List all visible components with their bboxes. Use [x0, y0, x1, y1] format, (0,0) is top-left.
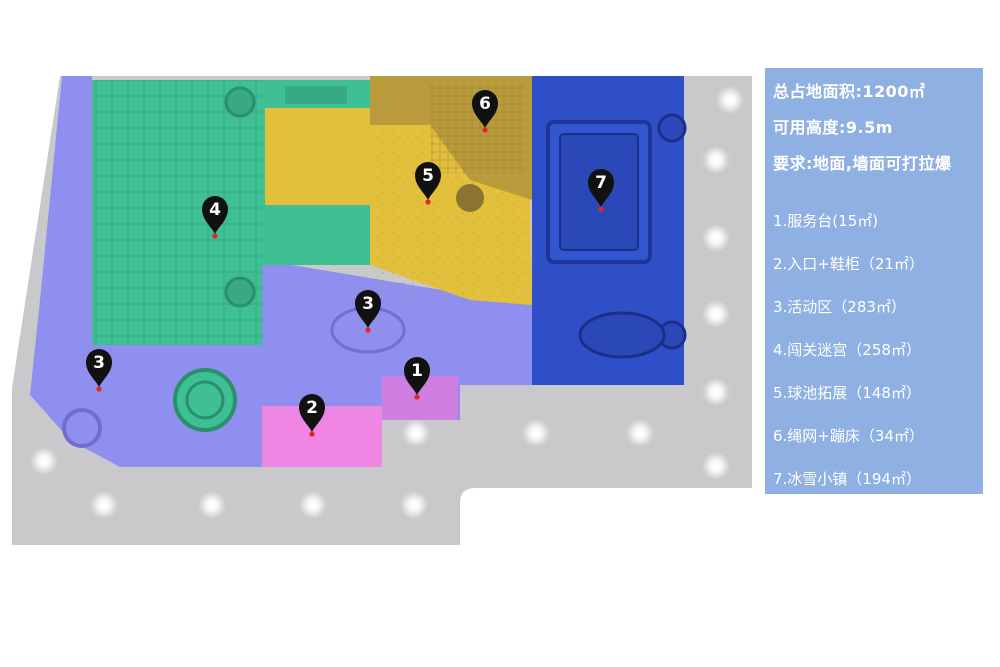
pin-icon: [355, 290, 381, 328]
pin-icon: [588, 169, 614, 207]
pin-number: 4: [209, 200, 221, 220]
pin-icon: [472, 90, 498, 128]
maze-walkway: [285, 86, 347, 104]
pin-number: 5: [422, 166, 434, 186]
pin-icon: [414, 161, 442, 200]
ballpit-blob: [456, 184, 484, 212]
pin-number: 6: [479, 94, 491, 114]
pin-number: 1: [411, 361, 423, 381]
usable-height-text: 可用高度:9.5m: [773, 118, 893, 137]
pin-point: [425, 199, 431, 205]
requirement-text: 要求:地面,墙面可打拉爆: [773, 154, 952, 173]
map-pin-4: 4: [202, 196, 228, 239]
snow-tower: [657, 113, 687, 143]
zone-legend-4: 4.闯关迷宫（258㎡）: [773, 341, 921, 359]
map-pin-7: 7: [588, 169, 614, 212]
ceiling-lights: [30, 86, 744, 519]
map-pin-3: 3: [86, 349, 112, 392]
snow-sled: [578, 311, 666, 359]
slide-pool-inner: [185, 380, 225, 420]
pin-number: 2: [306, 398, 318, 418]
map-pin-1: 1: [404, 357, 430, 400]
zone-legend-5: 5.球池拓展（148㎡）: [773, 384, 921, 402]
pin-number: 3: [362, 294, 374, 314]
pin-number: 3: [93, 353, 105, 373]
pin-icon: [86, 349, 112, 387]
zone-legend-7: 7.冰雪小镇（194㎡）: [773, 470, 921, 488]
pin-point: [414, 394, 420, 400]
slide-pool: [173, 368, 237, 432]
pin-point: [482, 127, 488, 133]
maze-tower: [224, 86, 256, 118]
pin-point: [365, 327, 371, 333]
info-panel: 总占地面积:1200㎡ 可用高度:9.5m 要求:地面,墙面可打拉爆 1.服务台…: [765, 68, 983, 494]
zone-legend-6: 6.绳网+蹦床（34㎡）: [773, 427, 924, 445]
zone-legend-1: 1.服务台(15㎡): [773, 212, 879, 230]
map-pin-5: 5: [414, 161, 442, 205]
total-area-text: 总占地面积:1200㎡: [773, 82, 926, 101]
pin-number: 7: [595, 173, 607, 193]
pin-point: [96, 386, 102, 392]
map-pin-6: 6: [472, 90, 498, 133]
zone-legend-2: 2.入口+鞋柜（21㎡）: [773, 255, 924, 273]
pin-icon: [202, 196, 228, 234]
map-pin-2: 2: [299, 394, 325, 437]
pin-point: [598, 206, 604, 212]
pin-point: [212, 233, 218, 239]
pin-icon: [299, 394, 325, 432]
map-pin-3: 3: [355, 290, 381, 333]
pin-point: [309, 431, 315, 437]
maze-tower: [224, 276, 256, 308]
pin-icon: [404, 357, 430, 395]
zone-legend-3: 3.活动区（283㎡）: [773, 298, 906, 316]
activity-feature: [62, 408, 102, 448]
spacer: [773, 182, 975, 200]
